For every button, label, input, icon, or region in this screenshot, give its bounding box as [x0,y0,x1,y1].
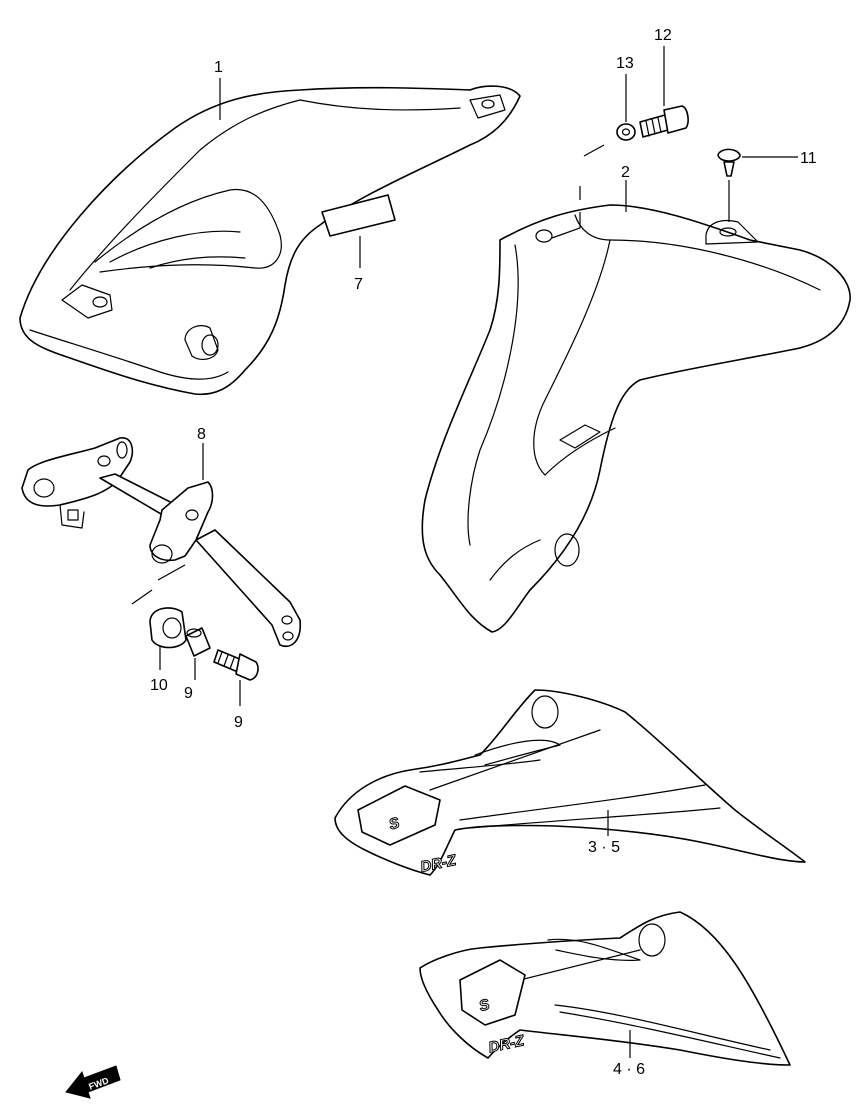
part-12-clip [717,148,741,177]
part-9-bolt [213,649,259,681]
part-10-spacer [185,627,211,657]
part-4-6-emblem: S DR-Z [419,911,791,1066]
part-3-5-emblem: S DR-Z [334,689,806,876]
part-7-pad [321,194,396,237]
part-11-grommet [149,607,187,649]
forward-arrow-icon: FWD [65,1065,121,1099]
callout-2: 2 [621,164,630,181]
callout-1: 1 [214,59,223,76]
part-8-bracket [21,437,302,647]
callout-3-5: 3 · 5 [588,839,620,856]
callout-12: 11 [800,150,817,167]
callout-14: 13 [616,55,634,72]
part-1-shroud [19,85,521,396]
part-2-shroud [421,204,851,633]
emblem-logo-3-5: S [387,814,402,833]
callout-8: 8 [197,426,206,443]
callout-9: 9 [234,714,243,731]
callout-11: 10 [150,677,168,694]
callout-13: 12 [654,27,672,44]
callout-10: 9 [184,685,193,702]
part-14-washer [616,123,636,141]
callout-4-6: 4 · 6 [613,1061,645,1078]
callout-7: 7 [354,276,363,293]
part-13-bolt [639,105,689,138]
